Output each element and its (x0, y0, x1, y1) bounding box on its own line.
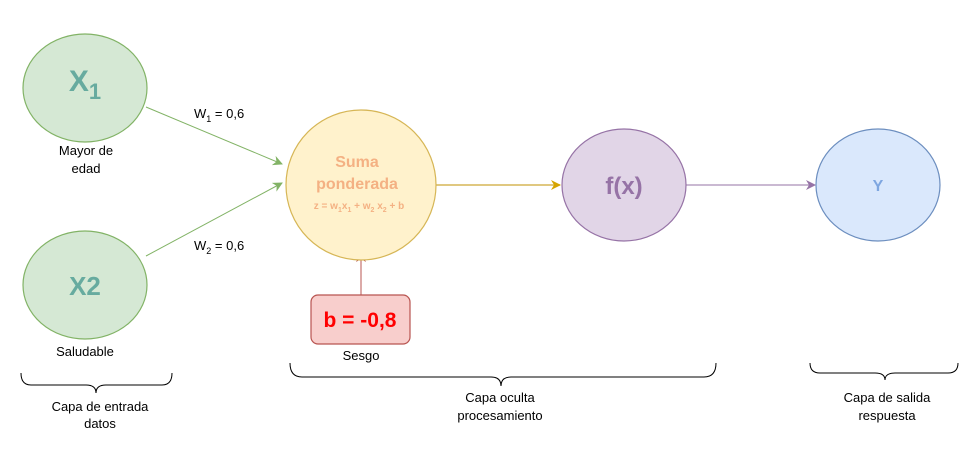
weight-w2-label: W2 = 0,6 (194, 238, 244, 256)
x1-main: X (69, 65, 89, 98)
input-node-x2: X2 (22, 230, 148, 340)
x1-sub: 1 (89, 79, 101, 104)
activation-label: f(x) (605, 173, 642, 200)
x2-caption: Saludable (56, 344, 114, 359)
sum-line1: Suma (335, 154, 379, 171)
input-layer-label-line2: datos (84, 416, 116, 431)
svg-text:X1: X1 (69, 65, 101, 104)
activation-node: f(x) (561, 128, 687, 242)
edge-x1-to-sum (145, 106, 283, 166)
sum-line2: ponderada (316, 176, 398, 193)
bias-caption: Sesgo (343, 348, 380, 363)
input-node-x1: X1 (22, 33, 148, 143)
bias-box: b = -0,8 (310, 294, 411, 345)
sum-formula: z = w1x1 + w2 x2 + b (314, 201, 404, 214)
hidden-layer-label-line2: procesamiento (457, 408, 542, 423)
x1-caption-line2: edad (72, 161, 101, 176)
output-layer-label-line2: respuesta (858, 408, 916, 423)
input-layer-label-line1: Capa de entrada (52, 399, 150, 414)
output-layer-label-line1: Capa de salida (844, 390, 931, 405)
weight-w1-label: W1 = 0,6 (194, 106, 244, 124)
output-label: Y (873, 178, 884, 195)
x1-caption-line1: Mayor de (59, 143, 113, 158)
input-layer-brace (20, 372, 173, 394)
hidden-layer-label-line1: Capa oculta (465, 390, 535, 405)
x2-label: X2 (69, 271, 101, 301)
hidden-layer-brace (289, 362, 717, 387)
weighted-sum-node: Suma ponderada z = w1x1 + w2 x2 + b (285, 109, 437, 261)
edge-x2-to-sum (145, 182, 283, 257)
output-layer-brace (809, 362, 959, 381)
output-node: Y (815, 128, 941, 242)
bias-label: b = -0,8 (324, 309, 397, 332)
